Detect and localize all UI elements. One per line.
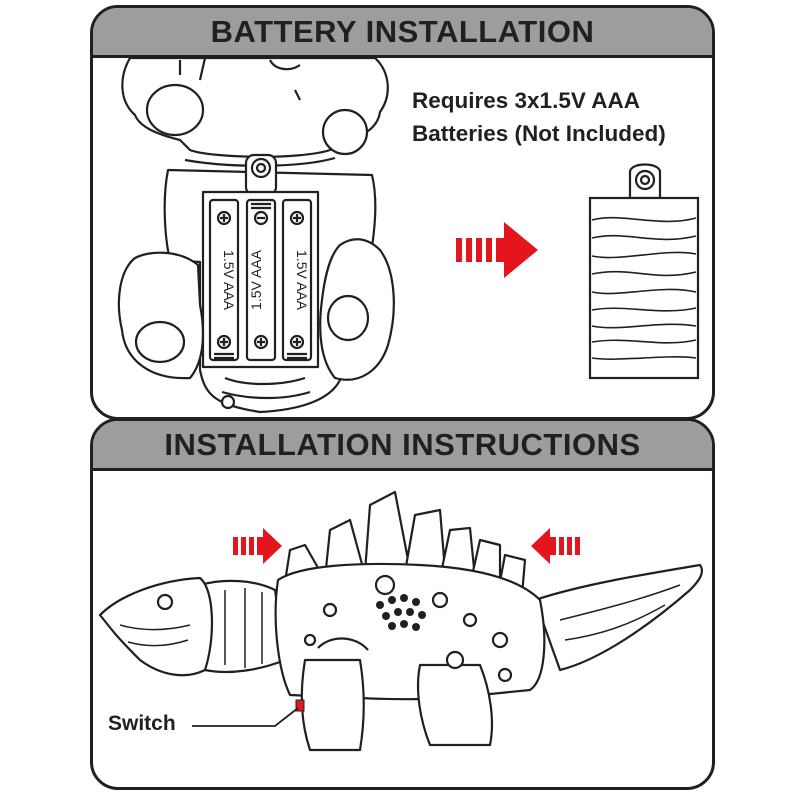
- arrow-left-icon: [531, 528, 580, 564]
- battery-3-label: 1.5V AAA: [294, 250, 310, 311]
- toy-underside-drawing: [117, 58, 395, 414]
- battery-requirement-line-2: Batteries (Not Included): [412, 121, 666, 146]
- power-switch: [295, 699, 305, 712]
- battery-2-label: 1.5V AAA: [248, 249, 264, 310]
- dinosaur-toy-drawing: [98, 490, 704, 752]
- battery-installation-title: BATTERY INSTALLATION: [210, 13, 595, 49]
- battery-requirement-note: Requires 3x1.5V AAA Batteries (Not Inclu…: [412, 84, 666, 150]
- battery-1-label: 1.5V AAA: [221, 250, 237, 311]
- battery-3: [281, 198, 313, 362]
- switch-label: Switch: [108, 712, 176, 735]
- switch-leader-line: [192, 707, 299, 727]
- arrow-right-icon: [233, 528, 282, 564]
- speaker-grille: [376, 594, 426, 631]
- battery-1: [208, 198, 240, 362]
- installation-instructions-header: INSTALLATION INSTRUCTIONS: [93, 421, 712, 471]
- battery-cover-drawing: [588, 163, 700, 380]
- arrow-right-icon: [456, 222, 538, 278]
- battery-2: [245, 198, 277, 362]
- installation-instructions-title: INSTALLATION INSTRUCTIONS: [164, 426, 641, 462]
- battery-requirement-line-1: Requires 3x1.5V AAA: [412, 88, 641, 113]
- battery-installation-header: BATTERY INSTALLATION: [93, 8, 712, 58]
